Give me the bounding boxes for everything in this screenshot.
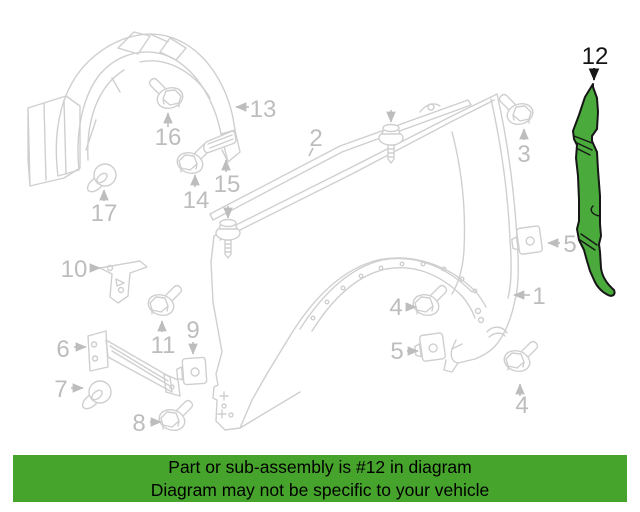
cowl-strip-art [209,99,472,221]
callout-11[interactable]: 11 [151,332,176,359]
clip-icon-15 [203,130,237,154]
screw-icon-4-upper [409,284,448,320]
callout-13[interactable]: 13 [250,96,277,123]
clip-icon-9 [175,356,208,386]
arch-rivet-dots [310,261,478,321]
callout-4-lower[interactable]: 4 [515,392,528,419]
callout-labels: 12 13 16 17 14 15 2 3 1 10 6 11 9 7 8 4 … [54,43,608,437]
callout-5-right[interactable]: 5 [563,231,576,258]
callout-4-upper[interactable]: 4 [389,294,402,321]
banner-line-2: Diagram may not be specific to your vehi… [150,479,490,500]
callout-5-left[interactable]: 5 [390,338,403,365]
callout-6[interactable]: 6 [56,336,69,363]
part-12-shape[interactable] [572,83,616,297]
screw-icon-8 [155,399,194,435]
pin-icon-7 [79,380,112,413]
callout-3[interactable]: 3 [517,141,530,168]
info-banner: Part or sub-assembly is #12 in diagram D… [13,455,627,502]
callout-9[interactable]: 9 [186,317,199,344]
callout-10[interactable]: 10 [61,256,88,283]
bolt-icon-left [215,218,241,259]
clip-icon-5-left [412,331,447,364]
callout-7[interactable]: 7 [54,376,67,403]
callout-12[interactable]: 12 [582,43,609,70]
callout-2[interactable]: 2 [309,125,322,152]
callout-16[interactable]: 16 [155,124,182,151]
callout-8[interactable]: 8 [132,410,145,437]
screw-icon-4-lower [500,340,539,376]
clip-icon-5-right [509,224,544,257]
pin-icon-17 [84,163,117,196]
callout-14[interactable]: 14 [183,187,210,214]
banner-line-1: Part or sub-assembly is #12 in diagram [168,456,472,477]
fender-panel-art [210,93,520,431]
screw-icon-16 [148,77,187,113]
callout-1[interactable]: 1 [532,283,545,310]
screw-icon-11 [144,284,183,320]
screw-icon-3 [498,93,537,129]
callout-15[interactable]: 15 [214,171,241,198]
callout-leaders [71,102,560,427]
callout-17[interactable]: 17 [91,200,118,227]
highlighted-part-12[interactable] [572,83,616,297]
bracket-art [87,260,181,397]
fender-liner-art [27,31,241,187]
